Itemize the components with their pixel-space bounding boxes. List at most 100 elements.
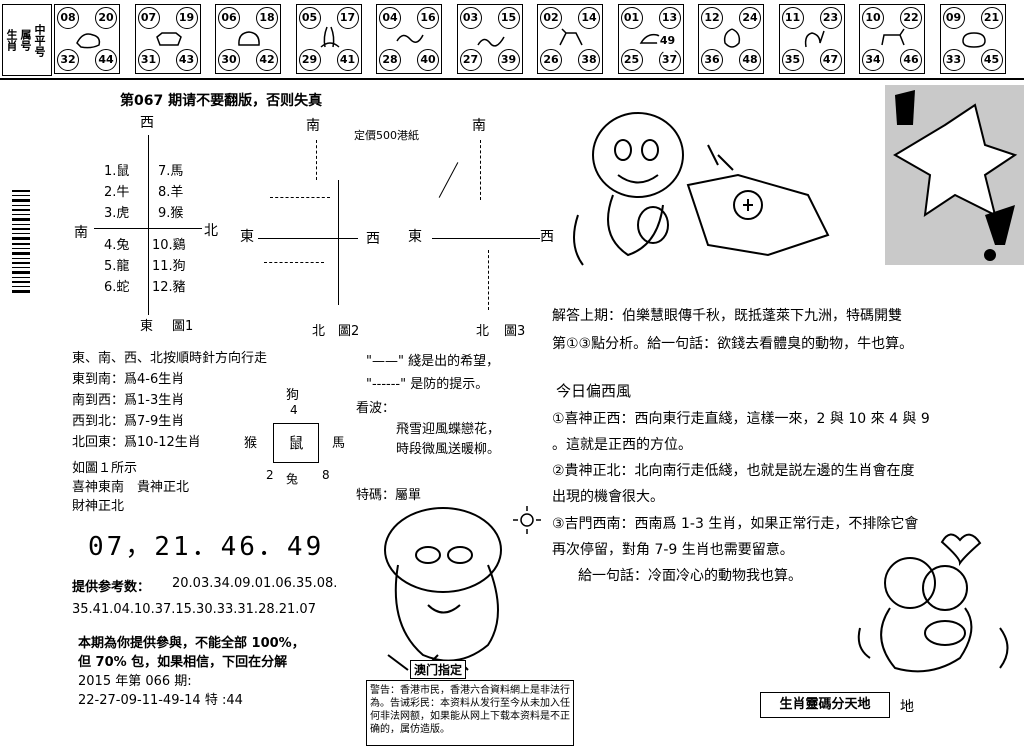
- fig3-north: 北: [476, 324, 490, 339]
- fig1-item: 7.馬: [158, 164, 184, 179]
- zodiac-strip: 生肖 属号 中平号: [0, 0, 1024, 80]
- fig1-item: 4.兔: [104, 238, 130, 253]
- fig1-item: 3.虎: [104, 206, 130, 221]
- zodiac-number: 14: [578, 7, 600, 29]
- fig2-south: 南: [306, 118, 320, 134]
- fig1-item: 6.蛇: [104, 280, 130, 295]
- fig1-west: 西: [140, 115, 154, 131]
- rules-gods: 財神正北: [72, 499, 125, 514]
- answer-line: 第①③點分析。給一句話：欲錢去看體臭的動物，牛也算。: [552, 336, 914, 352]
- notice-line: 22-27-09-11-49-14 特 :44: [78, 693, 243, 708]
- rabbit-icon: [320, 26, 339, 48]
- horse-icon: [559, 28, 583, 46]
- rules-figure-ref: 如圖１所示: [72, 461, 138, 476]
- fig2-dashed-line: [264, 262, 324, 263]
- dragon-icon: [396, 34, 424, 43]
- fig3-dashed-line: [488, 250, 489, 310]
- poem-line: 飛雪迎風蝶戀花，: [396, 422, 501, 437]
- strip-label: 生肖 属号 中平号: [2, 4, 52, 76]
- poem-label: 看波：: [356, 401, 396, 416]
- zodiac-extra-number: 49: [656, 31, 679, 53]
- zodiac-number: 31: [137, 49, 160, 71]
- tiger-icon: [238, 31, 260, 46]
- zodiac-number: 06: [218, 7, 240, 29]
- tiger-cartoon-icon: [573, 112, 830, 266]
- today-paragraph: 出現的機會很大。: [552, 489, 664, 505]
- fig1-south: 南: [74, 225, 88, 241]
- zodiac-number: 04: [379, 7, 401, 29]
- zodiac-number: 48: [739, 49, 761, 71]
- zodiac-number: 03: [459, 7, 482, 29]
- price-text: 定價500港紙: [354, 129, 419, 142]
- notice-line: 本期為你提供參與，不能全部 100%，: [78, 636, 305, 651]
- footer-suffix: 地: [900, 699, 914, 715]
- fig3-west: 西: [540, 229, 554, 245]
- zodiac-number: 19: [175, 7, 198, 29]
- cartoon-panel: [885, 85, 1024, 265]
- zodiac-number: 05: [298, 7, 321, 29]
- zodiac-number: 28: [379, 49, 401, 71]
- zodiac-number: 26: [540, 49, 562, 71]
- dog-icon: [881, 28, 905, 46]
- zodiac-number: 38: [578, 49, 600, 71]
- compass-bottom-left: 2: [266, 468, 274, 482]
- fig1-item: 8.羊: [158, 185, 184, 200]
- pig-icon: [961, 32, 986, 48]
- fig2-caption: 圖2: [338, 324, 360, 339]
- zodiac-number: 23: [819, 7, 842, 29]
- today-paragraph: 再次停留，對角 7-9 生肖也需要留意。: [552, 542, 794, 558]
- fig3-caption: 圖3: [504, 324, 526, 339]
- fig3-diagonal-line: [438, 162, 459, 198]
- exclamation-icon: [893, 90, 1018, 261]
- sun-icon: [513, 506, 541, 534]
- mouse-cartoon-icon: [857, 533, 1009, 673]
- zodiac-number: 45: [980, 49, 1003, 71]
- rules-gods: 喜神東南 貴神正北: [72, 480, 190, 495]
- fig1-item: 1.鼠: [104, 164, 130, 179]
- fig2-solid-line: [258, 238, 358, 239]
- fig2-dashed-line: [316, 140, 317, 180]
- zodiac-number: 41: [336, 49, 359, 71]
- special-code: 特碼：屬單: [356, 488, 422, 503]
- today-title: 今日偏西風: [556, 382, 632, 400]
- zodiac-number: 30: [218, 49, 240, 71]
- zodiac-number: 16: [417, 7, 439, 29]
- compass-top: 狗: [286, 388, 300, 403]
- zodiac-number: 18: [256, 7, 278, 29]
- rules-line: 西到北：爲7-9生肖: [72, 414, 185, 429]
- zodiac-number: 44: [95, 49, 117, 71]
- compass-left: 猴: [244, 436, 258, 451]
- macau-tag: 澳门指定: [410, 660, 467, 679]
- ox-icon: [155, 32, 182, 46]
- zodiac-number: 46: [900, 49, 922, 71]
- zodiac-number: 10: [862, 7, 884, 29]
- rooster-icon: [804, 30, 825, 48]
- zodiac-number: 22: [900, 7, 922, 29]
- reference-line: 20.03.34.09.01.06.35.08.: [172, 576, 338, 591]
- fig1-item: 9.猴: [158, 206, 184, 221]
- reference-line: 35.41.04.10.37.15.30.33.31.28.21.07: [72, 602, 316, 617]
- today-paragraph: 給一句話：冷面冷心的動物我也算。: [578, 568, 802, 584]
- fig2-north: 北: [312, 324, 326, 339]
- zodiac-number: 12: [701, 7, 723, 29]
- monkey-icon: [723, 28, 741, 48]
- today-paragraph: 。這就是正西的方位。: [552, 437, 692, 453]
- zodiac-number: 20: [95, 7, 117, 29]
- barcode-icon: [12, 190, 30, 293]
- zodiac-number: 25: [620, 49, 643, 71]
- rules-line: 東到南：爲4-6生肖: [72, 372, 185, 387]
- rules-line: 北回東：爲10-12生肖: [72, 435, 201, 450]
- compass-top-number: 4: [290, 403, 298, 417]
- fig1-item: 5.龍: [104, 259, 130, 274]
- zodiac-number: 24: [739, 7, 761, 29]
- zodiac-number: 32: [57, 49, 79, 71]
- fig2-east: 東: [240, 229, 254, 245]
